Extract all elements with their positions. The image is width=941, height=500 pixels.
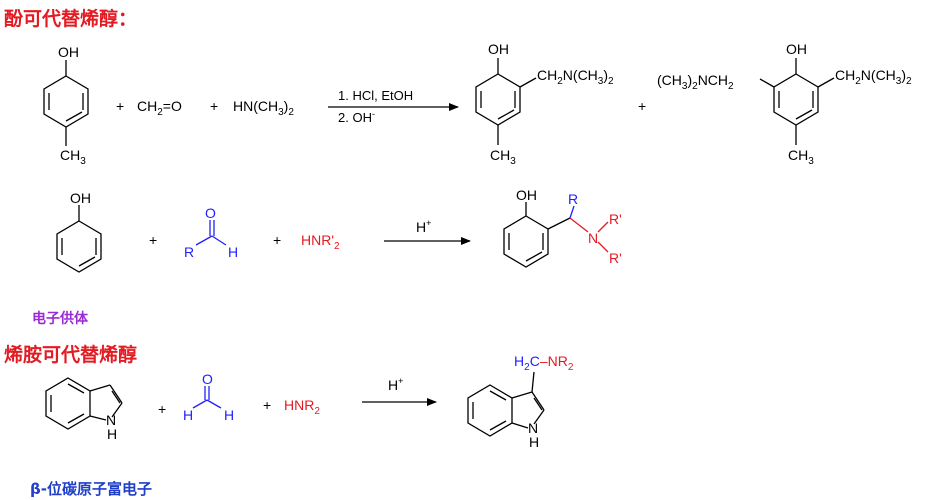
product-n-r2-bond: [597, 241, 609, 253]
product2-oh-label: OH: [786, 41, 807, 57]
plus-sign: +: [116, 98, 124, 114]
dimethylamine-label: HN(CH3)2: [233, 98, 294, 118]
plus-sign: +: [263, 397, 271, 413]
formaldehyde-h1-label: H: [183, 407, 193, 423]
product-n-bond: [569, 217, 589, 233]
mono-mannich-product: [475, 58, 537, 145]
gramine-nh-h-label: H: [529, 434, 539, 450]
product-r-bond: [569, 205, 575, 219]
product2-ch3-label: CH3: [788, 147, 814, 167]
formaldehyde-o-label: O: [202, 371, 213, 387]
condition-step1: 1. HCl, EtOH: [338, 88, 413, 103]
acid-catalyst-label: H+: [388, 376, 403, 393]
indole-nh-h-label: H: [107, 426, 117, 442]
secondary-amine-label: HNR'2: [301, 232, 340, 252]
product2-left-substituent: (CH3)2NCH2: [657, 72, 734, 92]
product-oh-label: OH: [516, 187, 537, 203]
aldehyde-rcho: [195, 220, 227, 246]
product1-ch3-label: CH3: [490, 147, 516, 167]
indole: [45, 377, 123, 430]
product-r-label: R: [568, 191, 578, 207]
bis-mannich-product: [759, 58, 835, 145]
formaldehyde-label: CH2=O: [137, 98, 182, 118]
plus-sign: +: [273, 232, 281, 248]
gramine-substituent-label: H2C–NR2: [514, 353, 574, 373]
condition-step2: 2. OH-: [338, 109, 375, 125]
phenol-oh-label: OH: [70, 190, 91, 206]
aldehyde-r-label: R: [184, 244, 194, 260]
cresol-ch3-label: CH3: [60, 147, 86, 167]
acid-catalyst-label: H+: [416, 218, 431, 235]
indole-n-label: N: [106, 412, 116, 428]
plus-sign: +: [210, 98, 218, 114]
product1-substituent-label: CH2N(CH3)2: [537, 67, 614, 87]
heading-beta-carbon: β-位碳原子富电子: [30, 480, 152, 498]
heading-phenol: 酚可代替烯醇：: [4, 8, 138, 30]
plus-sign: +: [149, 232, 157, 248]
formaldehyde-structure: [192, 386, 222, 409]
amine-hnr2-label: HNR2: [284, 397, 320, 417]
product2-right-substituent: CH2N(CH3)2: [835, 67, 912, 87]
heading-electron-donor: 电子供体: [32, 311, 88, 327]
cresol-oh-label: OH: [58, 44, 79, 60]
formaldehyde-h2-label: H: [224, 407, 234, 423]
aldehyde-h-label: H: [228, 244, 238, 260]
plus-sign: +: [638, 98, 646, 114]
product-r1-label: R': [609, 211, 622, 227]
product1-oh-label: OH: [488, 41, 509, 57]
phenol: [56, 205, 102, 273]
product-n-label: N: [588, 230, 598, 246]
gramine-product: [467, 371, 545, 437]
gramine-n-label: N: [528, 420, 538, 436]
plus-sign: +: [158, 401, 166, 417]
p-cresol: [43, 60, 89, 146]
aminoalkyl-phenol-product: [503, 202, 571, 268]
heading-enamine: 烯胺可代替烯醇: [4, 344, 138, 366]
aldehyde-o-label: O: [205, 205, 216, 221]
product-r2-label: R': [609, 250, 622, 266]
product-n-r1-bond: [597, 221, 609, 233]
